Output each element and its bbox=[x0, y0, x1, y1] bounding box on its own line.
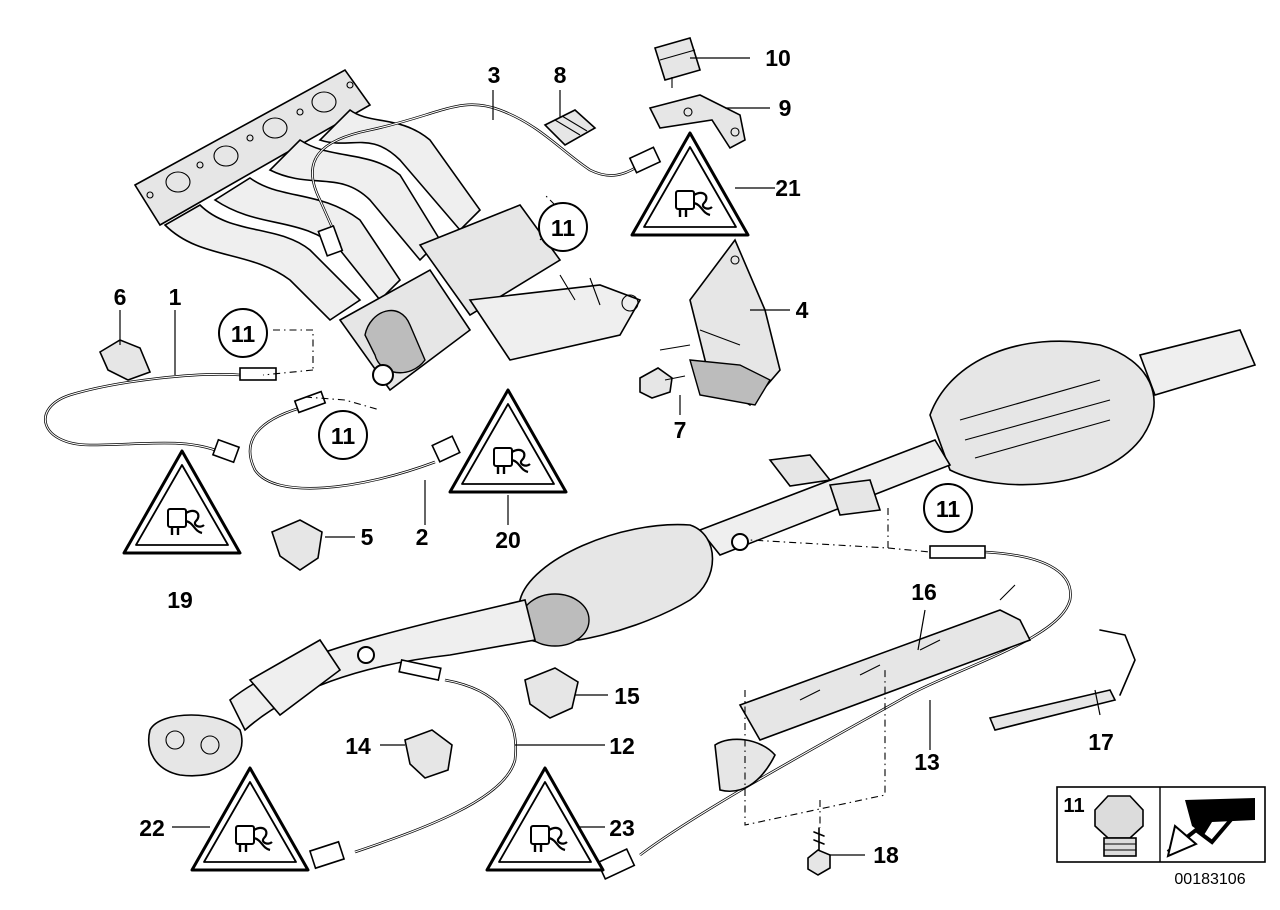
callout-6: 6 bbox=[114, 284, 127, 310]
callout-21: 21 bbox=[775, 175, 801, 201]
callout-7: 7 bbox=[674, 417, 687, 443]
oxygen-sensor-12 bbox=[308, 659, 518, 870]
warning-triangle-19 bbox=[122, 449, 242, 555]
oxygen-sensor-13 bbox=[596, 545, 1072, 880]
circled-callout-label: 11 bbox=[936, 496, 961, 522]
callout-3: 3 bbox=[488, 62, 501, 88]
callout-12: 12 bbox=[609, 733, 635, 759]
oxygen-sensor-2 bbox=[248, 390, 461, 490]
diagram-id: 00183106 bbox=[1174, 871, 1245, 888]
legend-box: 11 bbox=[1056, 786, 1266, 863]
wire-holder-16 bbox=[714, 584, 1032, 792]
warning-triangle-20 bbox=[448, 388, 568, 494]
callout-13: 13 bbox=[914, 749, 940, 775]
oxygen-sensor-3 bbox=[311, 103, 662, 257]
clip-8 bbox=[543, 109, 597, 146]
callout-1: 1 bbox=[169, 284, 182, 310]
exhaust-pipe-assembly bbox=[148, 329, 1257, 777]
callout-17: 17 bbox=[1088, 729, 1114, 755]
circled-callout-label: 11 bbox=[231, 321, 256, 347]
rail-17 bbox=[988, 629, 1136, 731]
oxygen-sensor-1 bbox=[44, 367, 277, 464]
callout-10: 10 bbox=[765, 45, 791, 71]
legend-part-number: 11 bbox=[1063, 795, 1084, 817]
screw-18 bbox=[807, 827, 831, 876]
drain-plug-icon bbox=[1094, 795, 1144, 857]
bracket-9 bbox=[648, 94, 746, 150]
callout-18: 18 bbox=[873, 842, 899, 868]
clip-10 bbox=[653, 37, 702, 88]
callout-9: 9 bbox=[779, 95, 792, 121]
callout-22: 22 bbox=[139, 815, 165, 841]
circled-callout-d: 11 bbox=[923, 483, 973, 533]
callout-4: 4 bbox=[796, 297, 809, 323]
clip-6 bbox=[98, 339, 152, 381]
circled-callout-b: 11 bbox=[218, 308, 268, 358]
leader-lines bbox=[119, 57, 1101, 856]
clip-14 bbox=[404, 729, 453, 779]
circled-callout-a: 11 bbox=[538, 202, 588, 252]
callout-5: 5 bbox=[361, 524, 374, 550]
callout-14: 14 bbox=[345, 733, 371, 759]
bolt-7 bbox=[639, 367, 686, 399]
circled-callout-label: 11 bbox=[551, 215, 576, 241]
bracket-4 bbox=[659, 238, 781, 407]
callout-2: 2 bbox=[416, 524, 429, 550]
callout-19: 19 bbox=[167, 587, 193, 613]
arrow-icon bbox=[1166, 798, 1255, 858]
warning-triangle-22 bbox=[190, 766, 310, 872]
warning-triangle-23 bbox=[485, 766, 605, 872]
callout-23: 23 bbox=[609, 815, 635, 841]
circled-callout-label: 11 bbox=[331, 423, 356, 449]
clip-5 bbox=[271, 519, 323, 571]
callout-8: 8 bbox=[554, 62, 567, 88]
callout-16: 16 bbox=[911, 579, 937, 605]
clip-15 bbox=[524, 667, 579, 719]
circled-callout-c: 11 bbox=[318, 410, 368, 460]
callout-15: 15 bbox=[614, 683, 640, 709]
callout-20: 20 bbox=[495, 527, 521, 553]
